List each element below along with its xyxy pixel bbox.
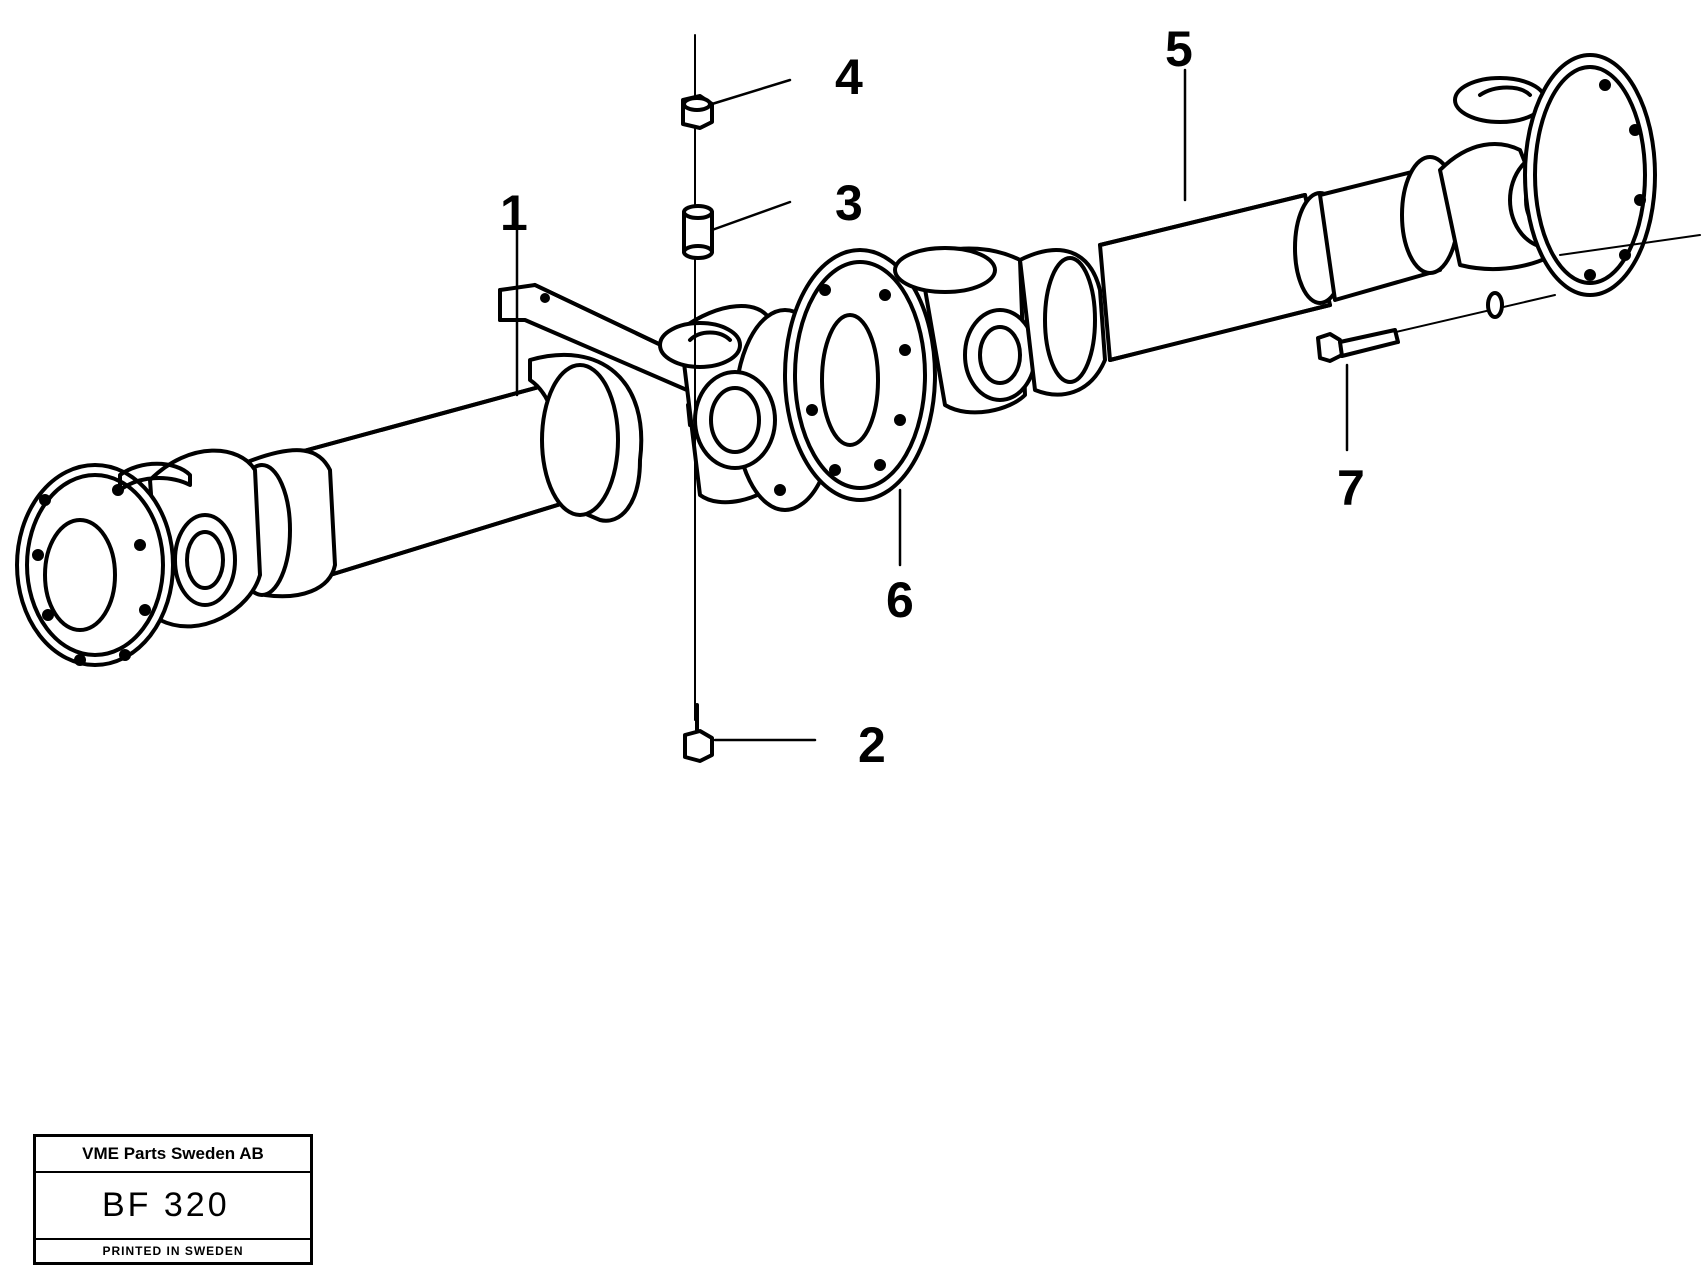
callout-6: 6	[886, 572, 914, 628]
company-name: VME Parts Sweden AB	[36, 1137, 310, 1173]
fastener-stack	[681, 34, 714, 763]
callout-3: 3	[835, 175, 863, 231]
drawing-code: BF 320	[36, 1173, 310, 1240]
callout-4: 4	[835, 49, 863, 105]
support-bearing-housing	[528, 353, 644, 523]
front-shaft-section	[15, 378, 592, 667]
callout-labels: 1 2 3 4 5 6 7	[500, 21, 1365, 773]
intermediate-flange	[658, 248, 937, 512]
callout-1: 1	[500, 185, 528, 241]
callout-7: 7	[1337, 460, 1365, 516]
rear-shaft-section	[893, 53, 1701, 415]
callout-2: 2	[858, 717, 886, 773]
printed-note: PRINTED IN SWEDEN	[102, 1244, 244, 1258]
leader-lines	[515, 68, 1349, 742]
callout-5: 5	[1165, 21, 1193, 77]
flange-bolt	[1316, 291, 1556, 363]
title-block: VME Parts Sweden AB BF 320 PRINTED IN SW…	[33, 1134, 313, 1265]
